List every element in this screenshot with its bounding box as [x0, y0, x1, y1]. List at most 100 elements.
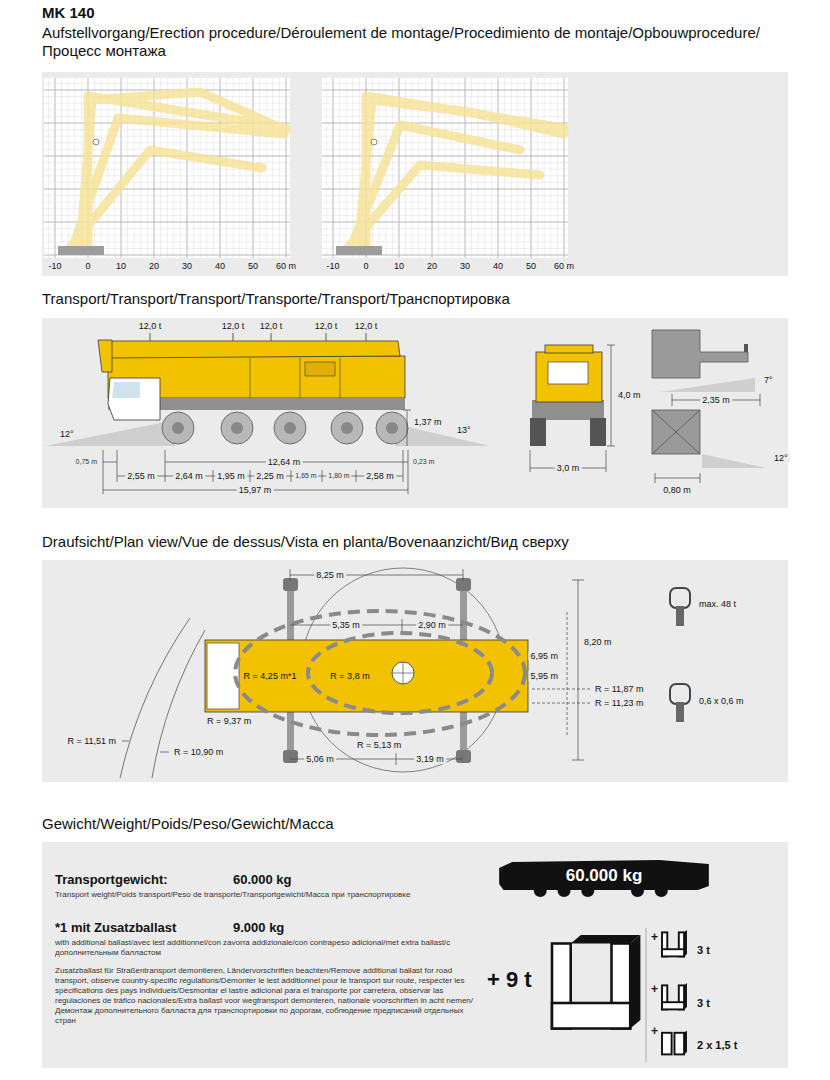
- plus-sign: +: [651, 1025, 658, 1039]
- page-title: MK 140: [42, 4, 95, 22]
- ballast-icon: [662, 1030, 687, 1054]
- grid-line: [322, 103, 568, 104]
- hook-marker: [93, 139, 99, 145]
- ground-pressure-label: max. 48 t: [697, 599, 738, 609]
- boom-head: [98, 340, 112, 372]
- weight-label: *1 mit Zusatzballast: [55, 921, 176, 936]
- ballast-label: 2 x 1,5 t: [697, 1039, 737, 1052]
- grid-line: [213, 78, 214, 258]
- outrigger-pad: [456, 750, 471, 763]
- grid-line: [322, 116, 568, 117]
- grid-line: [564, 78, 565, 258]
- boom-position: [350, 125, 520, 250]
- axle-load: 12,0 t: [137, 321, 164, 331]
- plus-sign: +: [651, 983, 658, 997]
- grid-line: [61, 78, 62, 258]
- front-overhang: [652, 410, 700, 454]
- grid-line: [557, 78, 558, 258]
- body-detail: [340, 358, 341, 398]
- boom-position: [68, 150, 262, 250]
- leader-line: [160, 752, 169, 753]
- leader-line: [530, 703, 590, 704]
- dimension-label: 2,25 m: [254, 471, 286, 481]
- ballast-side: [571, 935, 641, 944]
- axis-tick: 50: [524, 261, 538, 271]
- axis-tick: 20: [147, 261, 161, 271]
- dimension-label: 2,90 m: [416, 620, 448, 630]
- ground-pressure-label: 0,6 x 0,6 m: [697, 696, 746, 706]
- grid-line: [550, 78, 551, 258]
- ballast-plate: [552, 1003, 630, 1029]
- grid-line: [322, 182, 568, 183]
- crane-boom: [102, 341, 400, 358]
- cross-line: [652, 410, 700, 454]
- dimension-tick: [396, 753, 397, 765]
- ballast-plate: [662, 1033, 672, 1055]
- panel-ground: [42, 842, 788, 1068]
- dimension-label: 8,20 m: [582, 637, 614, 647]
- grid-line: [107, 78, 108, 258]
- boom-position: [346, 165, 540, 250]
- dimension-line: [403, 462, 408, 463]
- axis-tick: 60 m: [552, 261, 576, 271]
- weight-value: 60.000 kg: [233, 873, 292, 888]
- dimension-tick: [463, 569, 464, 581]
- dimension-label: 15,97 m: [237, 485, 274, 495]
- extension-line: [530, 450, 531, 472]
- grid-line: [326, 78, 327, 258]
- extension-line: [408, 450, 409, 494]
- note-text: Zusatzballast für Straßentransport demon…: [55, 966, 475, 1026]
- chart-ground: [44, 78, 290, 258]
- silhouette-wheel: [655, 885, 668, 897]
- grid-line: [322, 189, 568, 190]
- dimension-tick: [572, 760, 584, 761]
- grid-line: [193, 78, 194, 258]
- approach-angle: [45, 420, 175, 446]
- wheels: [162, 412, 408, 444]
- dimension-label: 1,37 m: [412, 417, 444, 427]
- grid-line: [333, 78, 334, 258]
- axis-tick: 30: [458, 261, 472, 271]
- transport-dimensions: [103, 410, 411, 494]
- ballast-label: + 9 t: [487, 967, 532, 992]
- wheel: [331, 412, 363, 444]
- centre-mark: [403, 662, 404, 684]
- axis-tick: 10: [114, 261, 128, 271]
- grid-line: [114, 78, 115, 258]
- wheel: [221, 412, 253, 444]
- grid-line: [44, 142, 290, 143]
- cross-line: [652, 410, 700, 454]
- radius-label: R = 11,51 m: [65, 736, 118, 746]
- extension-line: [165, 450, 166, 482]
- angle-label: 13°: [455, 425, 473, 435]
- extension-line: [117, 450, 118, 482]
- extension-line: [606, 450, 607, 472]
- grid-line: [511, 78, 512, 258]
- radius-label: R = 4,25 m*1: [242, 671, 299, 681]
- dimension-tick: [700, 473, 701, 483]
- axis-tick: 10: [392, 261, 406, 271]
- grid-line: [339, 78, 340, 258]
- divider-line: [646, 928, 647, 1062]
- silhouette-wheel: [558, 885, 571, 897]
- leader-line: [530, 689, 590, 690]
- ballast-plate: [662, 1002, 684, 1009]
- grid-line: [544, 78, 545, 258]
- dimension-label: 2,35 m: [700, 395, 732, 405]
- body-detail: [305, 362, 335, 376]
- grid-line: [346, 78, 347, 258]
- grid-line: [44, 175, 290, 176]
- departure-angle: [395, 424, 490, 446]
- grid-line: [173, 78, 174, 258]
- grid-line: [44, 103, 290, 104]
- leader-line: [122, 741, 129, 742]
- overhang-angle: [660, 378, 755, 392]
- dimension-label: 1,80 m: [326, 472, 351, 480]
- front-chassis: [532, 400, 604, 420]
- section-heading: Draufsicht/Plan view/Vue de dessus/Vista…: [42, 533, 788, 551]
- slewing-centre: [392, 662, 414, 684]
- hook-marker: [371, 139, 377, 145]
- silhouette-wheel: [534, 885, 547, 897]
